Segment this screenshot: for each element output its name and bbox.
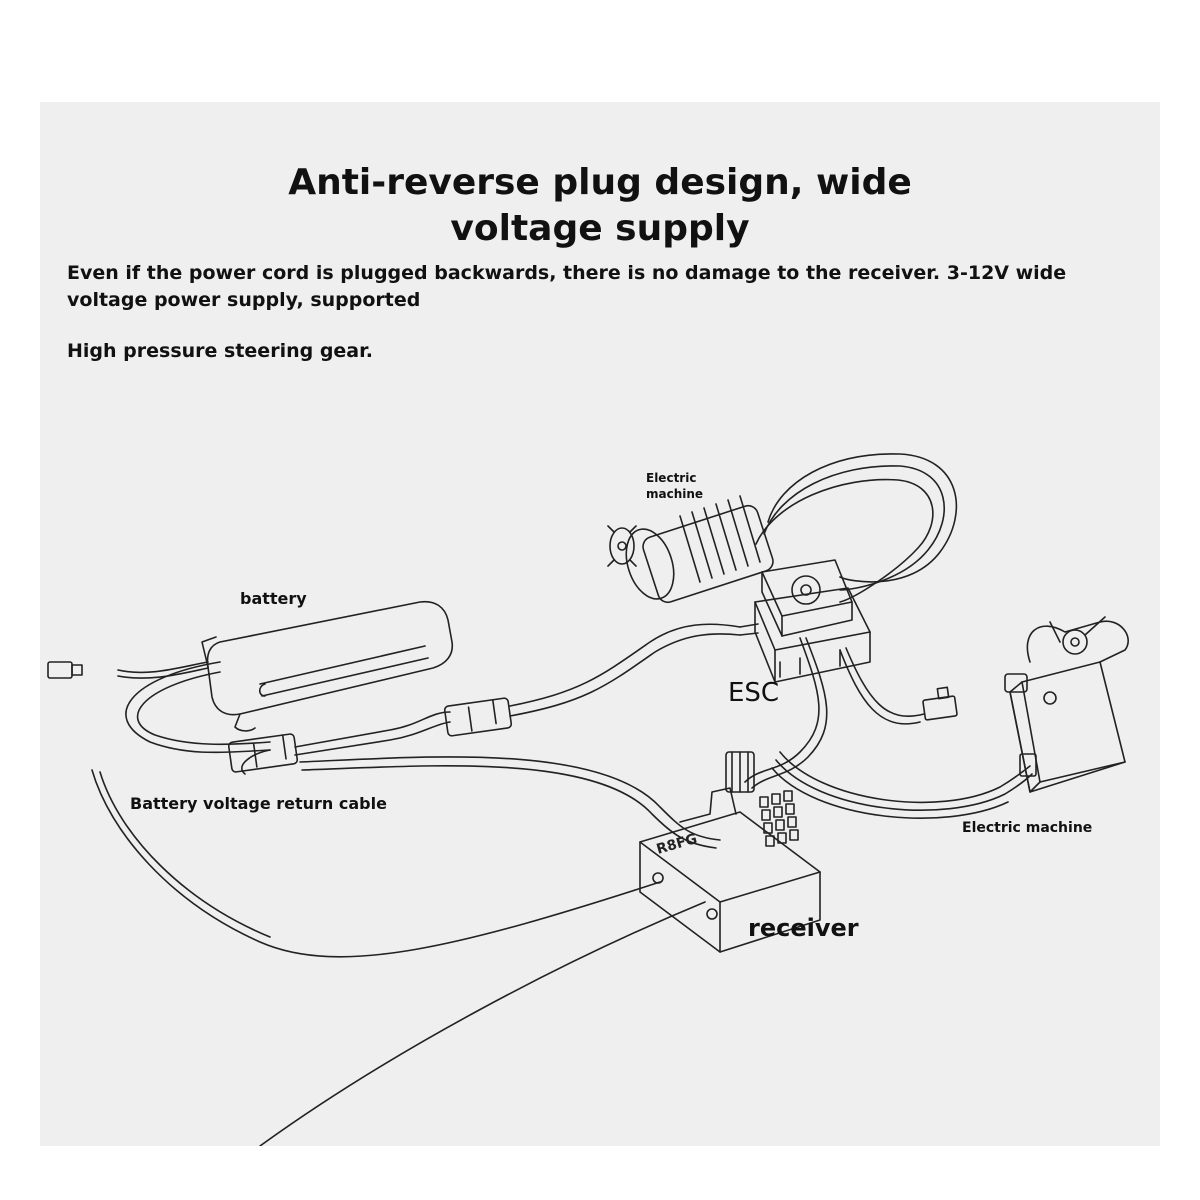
motor <box>607 495 774 604</box>
description: Even if the power cord is plugged backwa… <box>67 260 1127 314</box>
motor-wires <box>755 453 958 603</box>
esc <box>739 559 871 683</box>
description-line-1: Even if the power cord is plugged backwa… <box>67 262 1067 284</box>
return-cable-label: Battery voltage return cable <box>130 794 387 813</box>
servo <box>1004 616 1129 793</box>
diagram-panel: Anti-reverse plug design, wide voltage s… <box>40 102 1160 1146</box>
antenna-wires <box>91 769 706 1146</box>
esc-switch-lead <box>744 637 958 789</box>
servo-lead <box>771 751 1037 819</box>
motor-label-right: Electric machine <box>962 820 1093 836</box>
battery <box>47 600 454 732</box>
receiver-label: receiver <box>748 914 859 942</box>
page-title: Anti-reverse plug design, wide voltage s… <box>40 160 1160 252</box>
description-note: High pressure steering gear. <box>67 340 374 362</box>
battery-label: battery <box>240 589 307 608</box>
power-harness <box>125 623 741 775</box>
description-line-2: voltage power supply, supported <box>67 289 421 311</box>
title-line-1: Anti-reverse plug design, wide <box>288 162 912 203</box>
motor-label-top-line-2: machine <box>646 487 704 501</box>
wiring-diagram: R8FG <box>47 453 1129 1146</box>
receiver-device: R8FG <box>639 751 821 953</box>
return-cable <box>299 756 721 849</box>
motor-label-top: Electric machine <box>646 470 703 502</box>
title-line-2: voltage supply <box>450 208 750 249</box>
motor-label-top-line-1: Electric <box>646 471 697 485</box>
receiver-pins <box>759 790 799 847</box>
esc-label: ESC <box>728 678 780 708</box>
